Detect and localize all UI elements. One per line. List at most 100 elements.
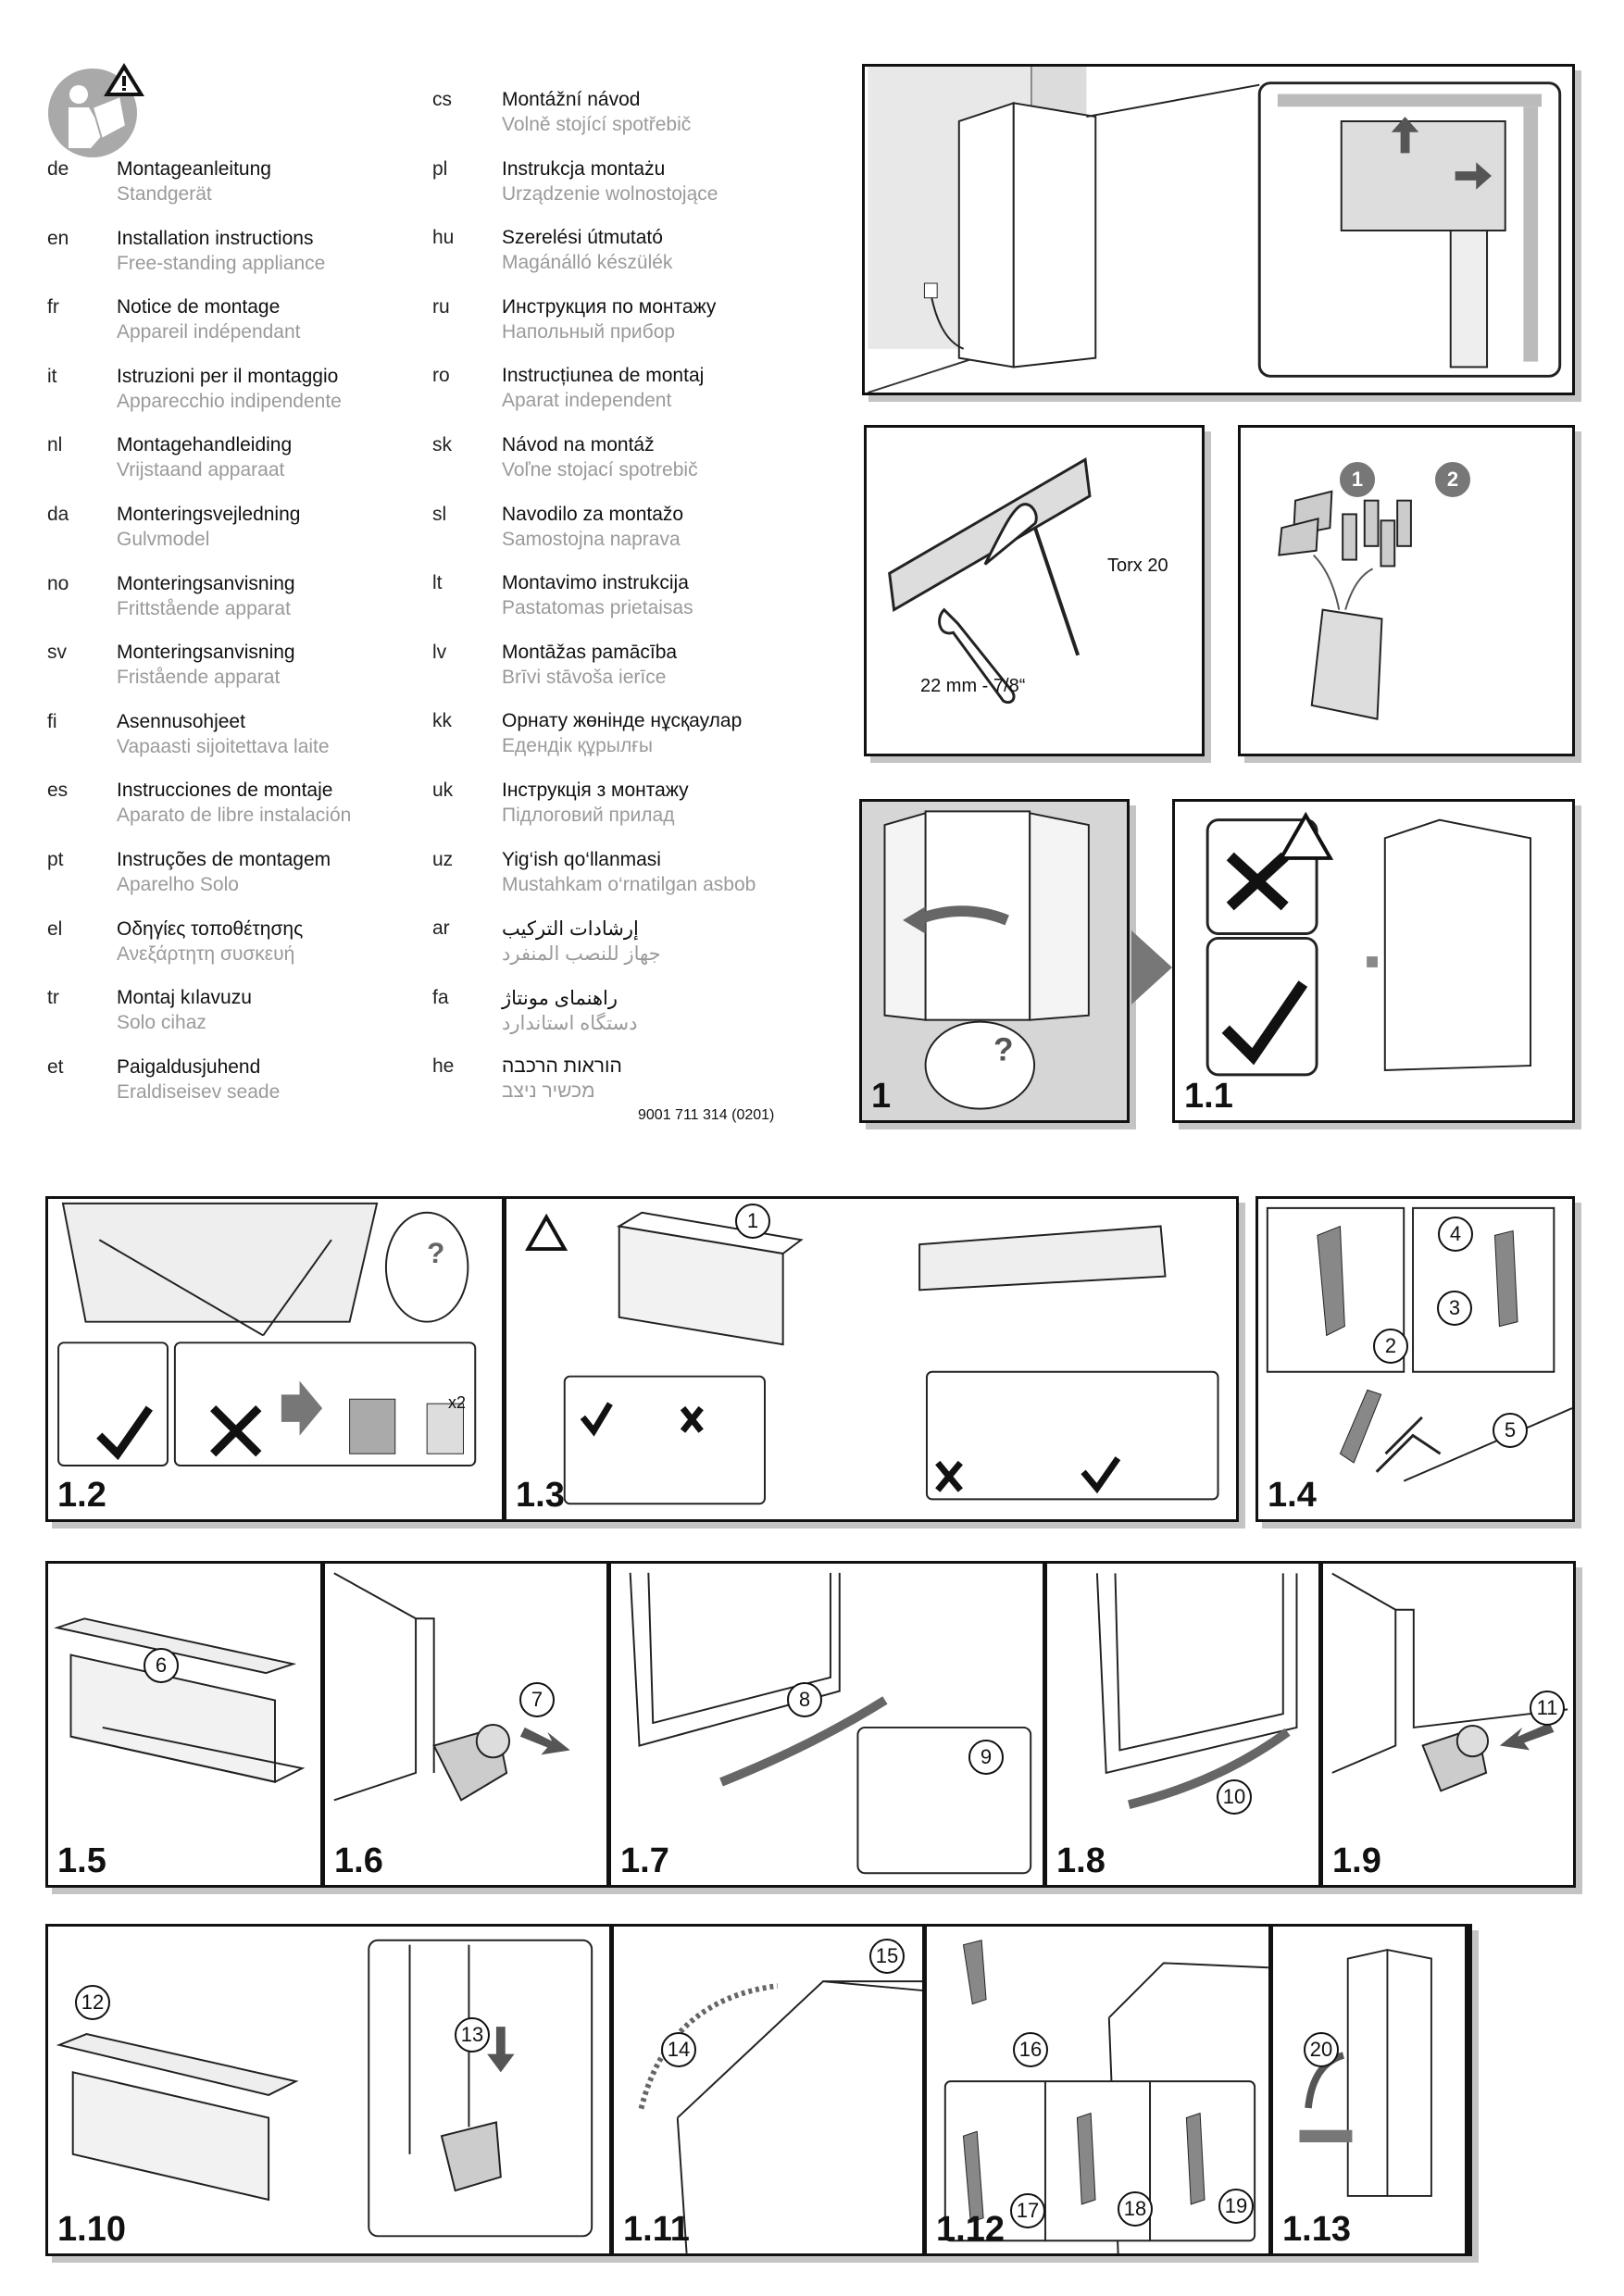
step-12-badge: 12 bbox=[75, 1985, 110, 2020]
appliance-type: Едендік құрылғы bbox=[502, 735, 653, 757]
step-5-badge: 5 bbox=[1493, 1413, 1528, 1448]
instruction-title: إرشادات التركيب bbox=[502, 918, 639, 941]
panel-step-1-13: 20 1.13 bbox=[1270, 1924, 1472, 2256]
step-19-badge: 19 bbox=[1218, 2189, 1254, 2224]
instruction-title: Montavimo instrukcija bbox=[502, 572, 689, 594]
appliance-type: Напольный прибор bbox=[502, 320, 676, 343]
appliance-type: Aparelho Solo bbox=[117, 874, 239, 895]
appliance-type: Gulvmodel bbox=[117, 529, 210, 550]
appliance-type: Urządzenie wolnostojące bbox=[502, 182, 718, 205]
part-number: 9001 711 314 (0201) bbox=[638, 1107, 775, 1123]
instruction-title: Montážní návod bbox=[502, 89, 641, 110]
step-1-badge: 1 bbox=[735, 1204, 770, 1239]
instruction-title: Montageanleitung bbox=[117, 158, 271, 180]
close-door-illustration bbox=[1299, 1949, 1432, 2197]
step-4-badge: 4 bbox=[1438, 1217, 1473, 1252]
instruction-title: Návod na montáž bbox=[502, 434, 655, 455]
instruction-title: Οδηγίες τοποθέτησης bbox=[117, 917, 304, 940]
panel-step-1: ? 1 bbox=[859, 799, 1130, 1123]
instruction-title: Instrucțiunea de montaj bbox=[502, 365, 705, 387]
panel-step-1-10: 12 13 1.10 bbox=[45, 1924, 612, 2256]
svg-text:?: ? bbox=[427, 1237, 444, 1269]
language-code: lv bbox=[432, 641, 447, 663]
instruction-title: Montagehandleiding bbox=[117, 434, 293, 456]
step-7-badge: 7 bbox=[519, 1682, 555, 1717]
language-code: kk bbox=[432, 710, 452, 732]
instruction-title: Monteringsvejledning bbox=[117, 504, 301, 525]
fridge-wall-illustration bbox=[868, 67, 1562, 393]
appliance-type: جهاز للنصب المنفرد bbox=[502, 943, 661, 966]
panel-step-1-1: 1.1 bbox=[1172, 799, 1575, 1123]
appliance-type: Solo cihaz bbox=[117, 1012, 206, 1034]
next-arrow-icon bbox=[1131, 930, 1172, 1004]
panel-label: 1.4 bbox=[1268, 1476, 1317, 1515]
panel-accessory-bag: 1 2 bbox=[1238, 425, 1575, 756]
quantity-label: x2 bbox=[448, 1393, 467, 1412]
torx-label: Torx 20 bbox=[1107, 555, 1168, 576]
step-10-badge: 10 bbox=[1217, 1779, 1252, 1815]
language-code: sl bbox=[432, 503, 447, 525]
panel-label: 1.13 bbox=[1282, 2210, 1351, 2249]
remove-hinge-cover-illustration bbox=[1266, 1206, 1572, 1482]
panel-step-1-12: 16 17 18 19 1.12 bbox=[924, 1924, 1271, 2256]
appliance-type: Ανεξάρτητη συσκευή bbox=[117, 942, 295, 965]
language-code: no bbox=[47, 572, 69, 594]
language-code: it bbox=[47, 365, 57, 387]
panel-label: 1.12 bbox=[936, 2210, 1005, 2249]
language-code: da bbox=[47, 504, 69, 525]
language-code: uz bbox=[432, 848, 454, 870]
unplug-illustration bbox=[1206, 811, 1532, 1077]
language-code: sv bbox=[47, 642, 67, 664]
language-code: es bbox=[47, 780, 69, 802]
step-8-badge: 8 bbox=[787, 1682, 822, 1717]
instruction-title: הוראות הרכבה bbox=[502, 1055, 622, 1078]
instruction-title: Installation instructions bbox=[117, 227, 314, 249]
appliance-type: Eraldiseisev seade bbox=[117, 1080, 281, 1103]
appliance-type: Apparecchio indipendente bbox=[117, 390, 342, 412]
language-code: tr bbox=[47, 987, 59, 1009]
instruction-title: Орнату жөнінде нұсқаулар bbox=[502, 710, 743, 732]
panel-label: 1.11 bbox=[623, 2210, 690, 2249]
instruction-title: Monteringsanvisning bbox=[117, 572, 295, 594]
panel-step-1-9: 11 1.9 bbox=[1320, 1561, 1576, 1888]
instruction-title: Instruções de montagem bbox=[117, 849, 331, 870]
instruction-title: Notice de montage bbox=[117, 296, 281, 318]
part-2-badge: 2 bbox=[1435, 462, 1470, 497]
appliance-type: מכשיר ניצב bbox=[502, 1080, 595, 1103]
instruction-title: Szerelési útmutató bbox=[502, 227, 663, 249]
panel-label: 1.2 bbox=[57, 1476, 106, 1515]
language-code: fi bbox=[47, 710, 57, 732]
instruction-title: Istruzioni per il montaggio bbox=[117, 365, 339, 387]
appliance-type: Free-standing appliance bbox=[117, 252, 326, 274]
panel-label: 1.8 bbox=[1056, 1841, 1106, 1880]
refit-top-hinge-illustration bbox=[56, 1939, 593, 2238]
accessory-bag-illustration bbox=[1278, 490, 1412, 720]
language-code: cs bbox=[432, 89, 452, 110]
refit-hinge-cover-illustration bbox=[943, 1940, 1268, 2253]
panel-label: 1.5 bbox=[57, 1841, 106, 1880]
instruction-title: Navodilo za montažo bbox=[502, 503, 684, 525]
panel-step-1-7: 8 9 1.7 bbox=[608, 1561, 1045, 1888]
svg-text:?: ? bbox=[993, 1032, 1014, 1068]
appliance-type: Aparat independent bbox=[502, 390, 672, 412]
appliance-type: Aparato de libre instalación bbox=[117, 805, 352, 827]
instruction-title: Instrukcja montażu bbox=[502, 157, 666, 180]
instruction-title: راهنمای مونتاژ bbox=[502, 987, 618, 1009]
step-13-badge: 13 bbox=[455, 2017, 490, 2053]
appliance-type: Standgerät bbox=[117, 183, 212, 205]
appliance-type: دستگاه استاندارد bbox=[502, 1012, 638, 1034]
language-code: en bbox=[47, 227, 69, 249]
step-2-badge: 2 bbox=[1373, 1329, 1408, 1364]
appliance-type: Pastatomas prietaisas bbox=[502, 597, 693, 619]
transport-lock-illustration: ? bbox=[57, 1202, 477, 1466]
panel-step-1-4: 4 3 2 5 1.4 bbox=[1255, 1196, 1575, 1522]
instruction-title: Yig‘ish qo‘llanmasi bbox=[502, 848, 661, 870]
appliance-type: Frittstående apparat bbox=[117, 597, 291, 619]
language-code: ro bbox=[432, 365, 450, 387]
appliance-type: Підлоговий прилад bbox=[502, 805, 675, 826]
language-code: de bbox=[47, 158, 69, 180]
panel-tools: Torx 20 22 mm - 7/8“ bbox=[864, 425, 1205, 756]
instruction-title: Montaj kılavuzu bbox=[117, 987, 252, 1009]
language-code: pl bbox=[432, 157, 448, 180]
step-3-badge: 3 bbox=[1437, 1291, 1472, 1326]
